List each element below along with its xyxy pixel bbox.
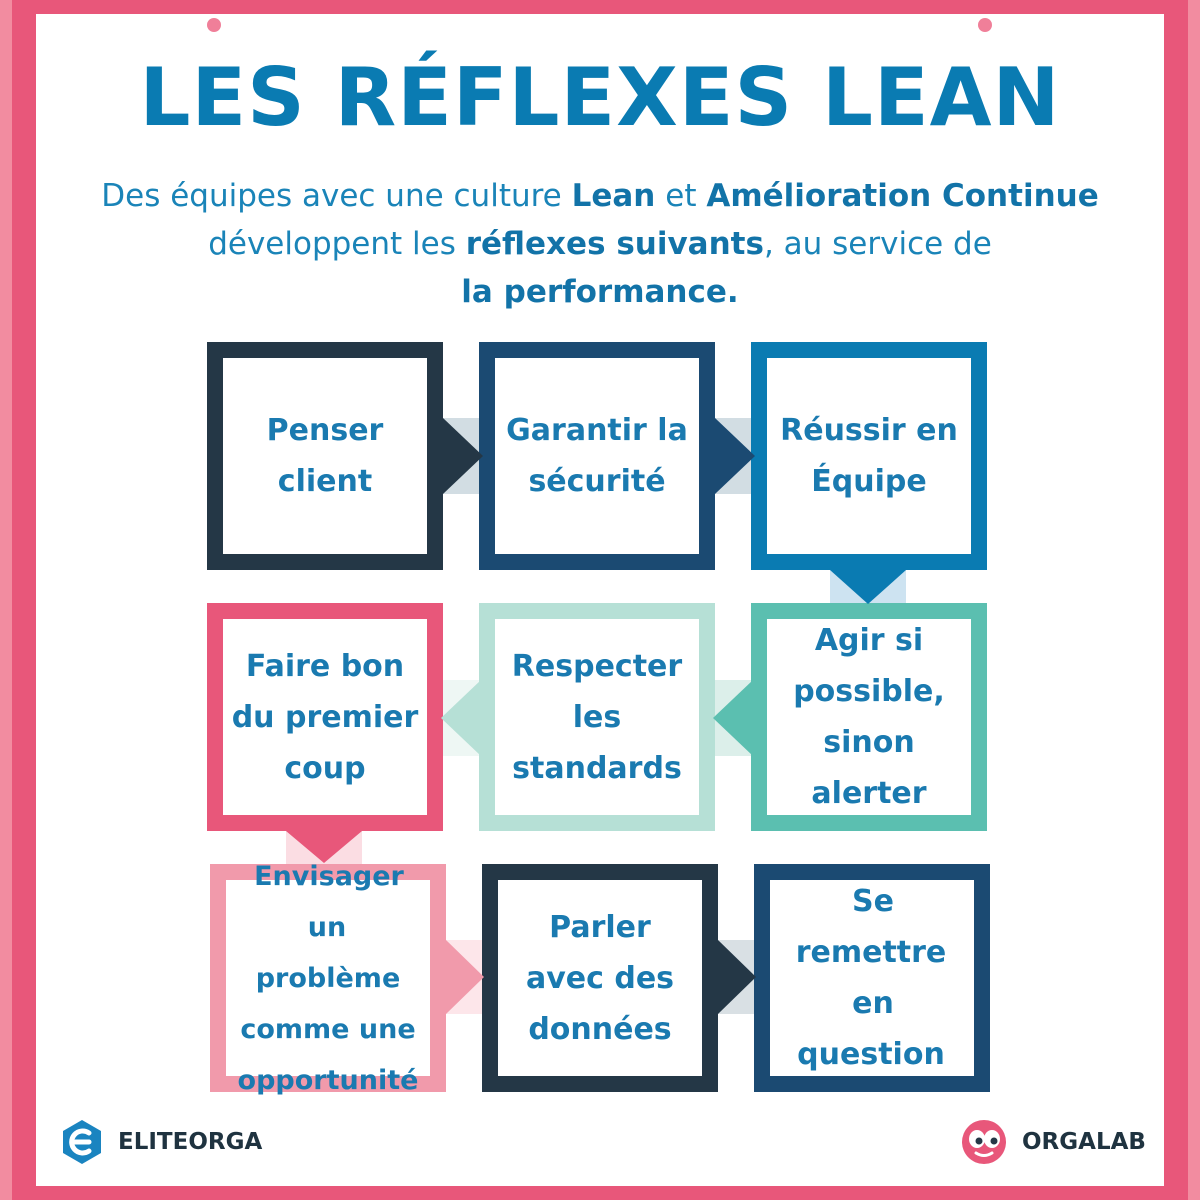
- arrow-right-1: [443, 418, 483, 494]
- orgalab-label: ORGALAB: [1022, 1129, 1146, 1155]
- pin-left: [207, 18, 221, 32]
- page-title: LES RÉFLEXES LEAN: [139, 51, 1061, 144]
- arrow-right-8: [718, 940, 756, 1014]
- subtitle: Des équipes avec une culture Lean et Amé…: [101, 178, 1099, 310]
- arrow-down-6: [286, 831, 362, 863]
- eliteorga-logo-icon: [63, 1120, 101, 1164]
- brand-orgalab: ORGALAB: [958, 1118, 1146, 1166]
- pin-right: [978, 18, 992, 32]
- brand-eliteorga: ELITEORGA: [58, 1118, 262, 1166]
- arrow-left-4: [713, 680, 753, 756]
- arrow-right-7: [446, 940, 484, 1014]
- arrow-down-3: [830, 570, 906, 604]
- orgalab-logo-icon: [962, 1120, 1006, 1164]
- arrow-left-5: [441, 680, 481, 756]
- arrow-right-2: [715, 418, 755, 494]
- eliteorga-label: ELITEORGA: [118, 1129, 263, 1155]
